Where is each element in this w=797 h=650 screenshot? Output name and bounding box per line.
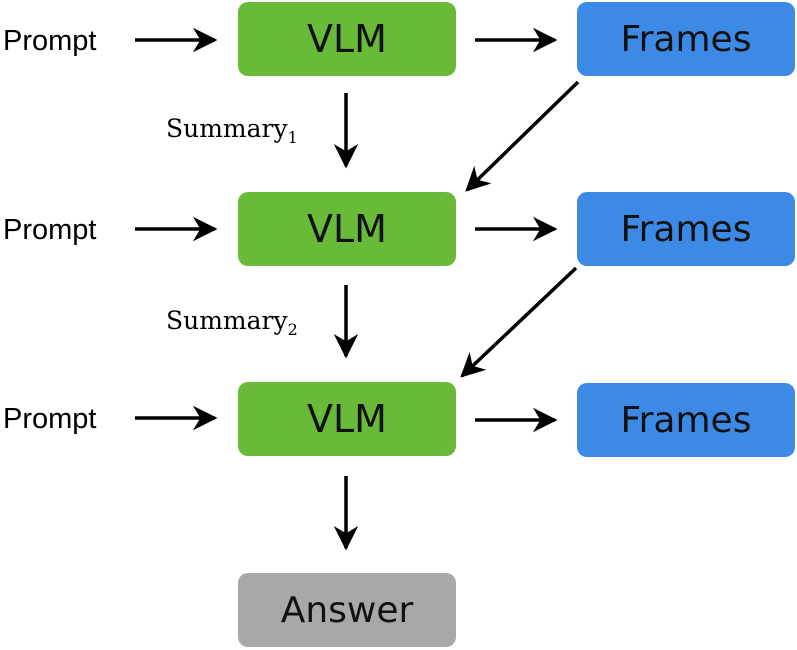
vlm-box-1: VLM (238, 2, 456, 76)
frames-label: Frames (620, 208, 752, 250)
frames-vlm-arrow-1 (465, 80, 580, 192)
summary-subscript: 2 (287, 320, 298, 339)
prompt-label-3: Prompt (3, 403, 97, 435)
vlm-box-2: VLM (238, 192, 456, 266)
frames-box-3: Frames (577, 383, 795, 457)
vlm-label: VLM (307, 17, 387, 61)
summary-label-2: Summary2 (166, 308, 298, 338)
frames-label: Frames (620, 399, 752, 441)
frames-box-1: Frames (577, 2, 795, 76)
answer-box: Answer (238, 573, 456, 647)
summary-subscript: 1 (287, 128, 298, 147)
frames-vlm-arrow-2 (460, 266, 578, 378)
summary-label-1: Summary1 (166, 116, 298, 146)
frames-label: Frames (620, 18, 752, 60)
vlm-label: VLM (307, 397, 387, 441)
prompt-label-2: Prompt (3, 214, 97, 246)
answer-label: Answer (280, 589, 414, 631)
summary-text: Summary (166, 114, 288, 143)
vlm-label: VLM (307, 207, 387, 251)
frames-box-2: Frames (577, 192, 795, 266)
summary-text: Summary (166, 306, 288, 335)
prompt-label-1: Prompt (3, 25, 97, 57)
vlm-box-3: VLM (238, 382, 456, 456)
